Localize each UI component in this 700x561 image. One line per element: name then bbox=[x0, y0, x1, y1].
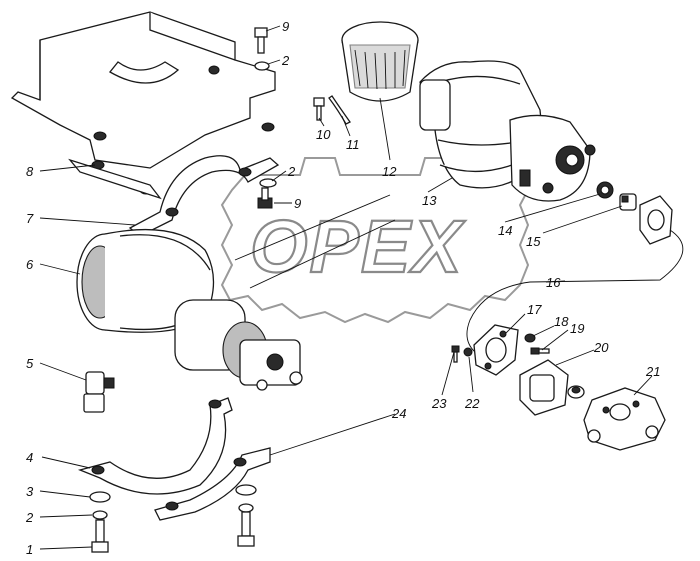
bolt-10 bbox=[313, 97, 325, 121]
nut-15 bbox=[619, 193, 637, 211]
washer-18 bbox=[524, 333, 536, 343]
washer-22 bbox=[463, 347, 473, 357]
cover-bracket bbox=[10, 11, 276, 200]
dust-boot bbox=[341, 21, 419, 102]
callout-2-lower: 2 bbox=[25, 510, 34, 525]
drain-valve bbox=[83, 371, 115, 413]
watermark-gear-icon bbox=[220, 157, 530, 324]
brake-chamber-left bbox=[76, 228, 303, 391]
bolt-1-right bbox=[235, 484, 257, 547]
callout-22: 22 bbox=[464, 396, 480, 411]
pipe-16 bbox=[466, 229, 684, 353]
screw-23 bbox=[451, 345, 460, 363]
callout-2-top: 2 bbox=[281, 53, 290, 68]
ring-11 bbox=[328, 95, 351, 125]
fitting-14 bbox=[596, 181, 614, 199]
callout-9-top: 9 bbox=[282, 19, 289, 34]
gasket-flange-top bbox=[639, 195, 673, 245]
bolt-9-top bbox=[254, 27, 270, 71]
callout-1: 1 bbox=[26, 542, 33, 557]
callout-9-middle: 9 bbox=[294, 196, 301, 211]
callout-20: 20 bbox=[593, 340, 609, 355]
flange-17 bbox=[473, 324, 519, 376]
callout-4: 4 bbox=[26, 450, 33, 465]
leader-lines bbox=[39, 25, 653, 550]
lower-strap-clamp bbox=[77, 397, 271, 521]
callout-6: 6 bbox=[26, 257, 34, 272]
callout-17: 17 bbox=[527, 302, 542, 317]
gasket-20 bbox=[519, 359, 569, 416]
valve-block-21 bbox=[583, 387, 666, 451]
callout-24: 24 bbox=[391, 406, 406, 421]
callout-3: 3 bbox=[26, 484, 34, 499]
callout-5: 5 bbox=[26, 356, 34, 371]
callout-21: 21 bbox=[645, 364, 660, 379]
callout-15: 15 bbox=[526, 234, 541, 249]
callout-16: 16 bbox=[546, 275, 561, 290]
callout-11: 11 bbox=[346, 137, 360, 152]
callout-10: 10 bbox=[316, 127, 331, 142]
callout-18: 18 bbox=[554, 314, 569, 329]
callout-8: 8 bbox=[26, 164, 34, 179]
callout-19: 19 bbox=[570, 321, 584, 336]
screw-19 bbox=[530, 347, 550, 355]
callout-7: 7 bbox=[26, 211, 34, 226]
callout-23: 23 bbox=[431, 396, 447, 411]
cap bbox=[567, 385, 585, 399]
brake-chamber-right bbox=[419, 60, 596, 202]
upper-strap-clamp bbox=[128, 155, 280, 237]
callout-2-middle: 2 bbox=[287, 164, 296, 179]
callout-labels: 1 2 2 2 3 4 5 6 7 8 9 9 10 11 12 13 14 1… bbox=[25, 19, 660, 557]
callout-13: 13 bbox=[422, 193, 437, 208]
callout-12: 12 bbox=[382, 164, 397, 179]
callout-14: 14 bbox=[498, 223, 512, 238]
bolt-9-middle bbox=[257, 178, 277, 209]
watermark-text: OPEX bbox=[250, 205, 466, 288]
bolt-1-left bbox=[89, 491, 111, 553]
